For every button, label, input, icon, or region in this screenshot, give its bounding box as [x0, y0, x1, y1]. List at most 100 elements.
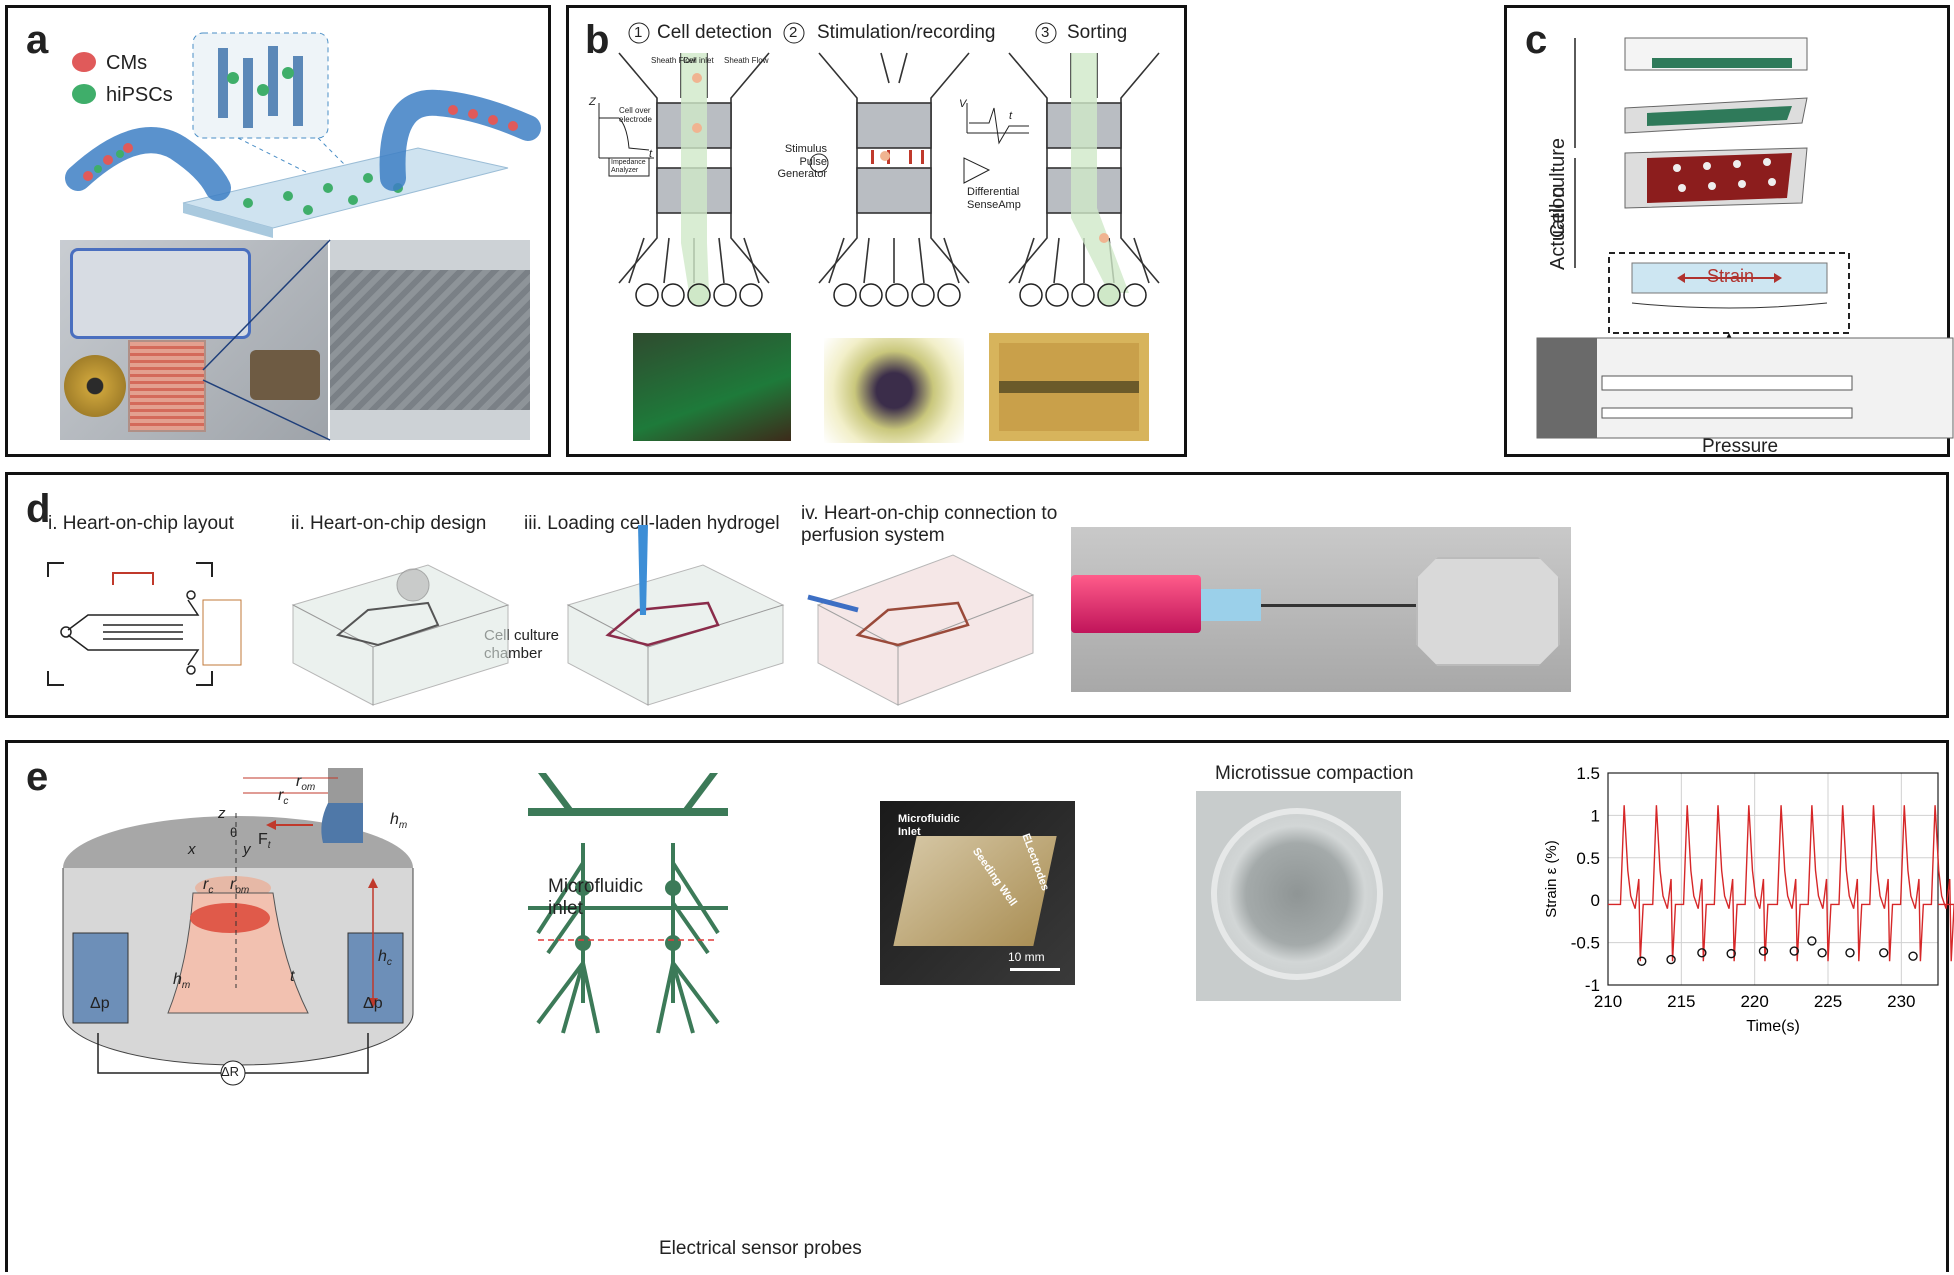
panel-label-c: c: [1525, 18, 1548, 62]
microtissue-title: Microtissue compaction: [1215, 763, 1414, 784]
panel-label-e: e: [26, 755, 49, 799]
trough-marker: [1879, 948, 1889, 958]
x-tick-label: 230: [1887, 992, 1915, 1011]
trough-marker: [1807, 936, 1817, 946]
microtissue-cutaway-diagram: [62, 768, 414, 1086]
step-3-num: 3: [1041, 24, 1050, 41]
cm-dot-icon: [72, 52, 96, 72]
x-tick-label: 215: [1667, 992, 1695, 1011]
heart-chip-drawings: [47, 525, 1035, 706]
hc-label: hc: [378, 948, 392, 969]
panel-a: a CMs hiPSCs: [5, 5, 551, 457]
sheath-flow-left: Sheath Flow: [651, 56, 696, 65]
rom-label: rom: [296, 773, 316, 794]
device-layers: [1536, 37, 1954, 439]
hm-top-label: hm: [390, 811, 408, 832]
trough-marker: [1726, 948, 1736, 959]
y-label: y: [243, 841, 251, 858]
photo-scale-label: 10 mm: [1008, 950, 1045, 964]
trough-marker: [1637, 956, 1647, 966]
trough-marker: [1758, 946, 1769, 956]
plot-frame: [1607, 772, 1939, 986]
microfluidic-channel-diagrams: [598, 52, 1160, 307]
z-label: z: [218, 805, 226, 822]
trough-marker: [1789, 946, 1799, 956]
syringe-barrel: [1071, 575, 1201, 633]
theta-label: θ: [230, 825, 238, 840]
step-2-label: Stimulation/recording: [817, 22, 996, 43]
x-tick-label: 210: [1594, 992, 1622, 1011]
dr-label: ΔR: [221, 1064, 240, 1079]
y-tick-label: 1: [1591, 806, 1600, 825]
x-axis-label: Time(s): [1746, 1018, 1800, 1035]
electrode-micrograph: [989, 333, 1149, 441]
serpentine-chip: [128, 340, 206, 432]
cell-over-electrode: Cell over electrode: [619, 106, 652, 125]
trough-marker: [1845, 948, 1855, 958]
title-connection-1: iv. Heart-on-chip connection to: [801, 503, 1058, 524]
step-number-circles: [628, 22, 1057, 44]
rc-top-label: rc: [278, 787, 289, 808]
strain-series-line: [1608, 805, 1954, 962]
microtissue-photo: [1196, 791, 1401, 1001]
legend-hipscs: hiPSCs: [106, 84, 173, 106]
sensor-device-photo: Microfluidic Inlet Seeding Well ELectrod…: [880, 801, 1075, 985]
title-layout: i. Heart-on-chip layout: [48, 513, 234, 534]
panel-b: b 1 Cell detection 2 Stimulation/recordi…: [566, 5, 1187, 457]
y-tick-label: -1: [1585, 976, 1600, 995]
pressure-label: Pressure: [1702, 436, 1779, 457]
panel-e: e rom rc Ft hm z x y θ rc rom hc hm t Δp…: [5, 740, 1954, 1272]
v-axis-label: V: [959, 98, 967, 110]
rom-inner-label: rom: [230, 876, 250, 897]
t-axis-label-1: t: [649, 148, 653, 160]
z-axis-label: Z: [589, 96, 596, 108]
panel-label-b: b: [585, 18, 610, 62]
dp-right-label: Δp: [363, 995, 383, 1012]
trough-marker: [1697, 948, 1707, 958]
legend-dots: [72, 52, 96, 104]
t-axis-label-2: t: [1009, 110, 1013, 122]
channel-zoom-photo: [330, 240, 530, 440]
title-design: ii. Heart-on-chip design: [291, 513, 487, 534]
panel-d: d i. Heart-on-chip layout ii. Heart-on-c…: [5, 472, 1949, 718]
bracket-lines: [1574, 38, 1576, 268]
x-label: x: [188, 841, 196, 858]
legend-cms: CMs: [106, 52, 148, 74]
trough-marker: [1666, 954, 1676, 965]
title-loading: iii. Loading cell-laden hydrogel: [524, 513, 780, 534]
panel-label-d: d: [26, 487, 51, 531]
scale-bar: [1010, 968, 1060, 971]
device-photo: [60, 240, 328, 440]
reservoir-block: [70, 248, 251, 339]
y-tick-label: -0.5: [1571, 934, 1600, 953]
zoom-lines: [202, 239, 331, 441]
step-3-label: Sorting: [1067, 22, 1128, 43]
microfluidic-inlet-2: inlet: [548, 898, 583, 919]
connector-block: [250, 350, 320, 400]
y-tick-label: 1.5: [1576, 764, 1600, 783]
step-1-num: 1: [634, 24, 643, 41]
sheath-flow-right: Sheath Flow: [724, 56, 769, 65]
rc-label: rc: [203, 876, 214, 897]
x-tick-label: 220: [1740, 992, 1768, 1011]
photo-inlet-label: Microfluidic Inlet: [898, 813, 960, 838]
hipsc-dot-icon: [72, 84, 96, 104]
channel-2: [818, 52, 970, 284]
electrode-network-diagram: [528, 773, 728, 1034]
stimulus-label: Stimulus Pulse Generator: [777, 143, 827, 181]
microfluidic-inlet-1: Microfluidic: [548, 876, 644, 897]
y-axis-label: Strain ε (%): [1543, 840, 1560, 918]
title-connection-2: perfusion system: [801, 525, 945, 546]
cell-sorting-schematic: [65, 32, 541, 238]
well-ring: [1211, 808, 1383, 980]
trough-marker: [1908, 951, 1918, 961]
dp-left-label: Δp: [90, 995, 110, 1012]
trough-marker: [1817, 948, 1827, 958]
cell-inlet-label: Cell inlet: [683, 56, 714, 65]
chip-on-slide: [1416, 557, 1560, 666]
coin: [64, 355, 126, 417]
panel-c: c Cell culture Actuation Strain Pressure: [1504, 5, 1954, 457]
differential-label: Differential SenseAmp: [967, 186, 1021, 211]
impedance-analyzer: Impedance Analyzer: [611, 159, 646, 175]
